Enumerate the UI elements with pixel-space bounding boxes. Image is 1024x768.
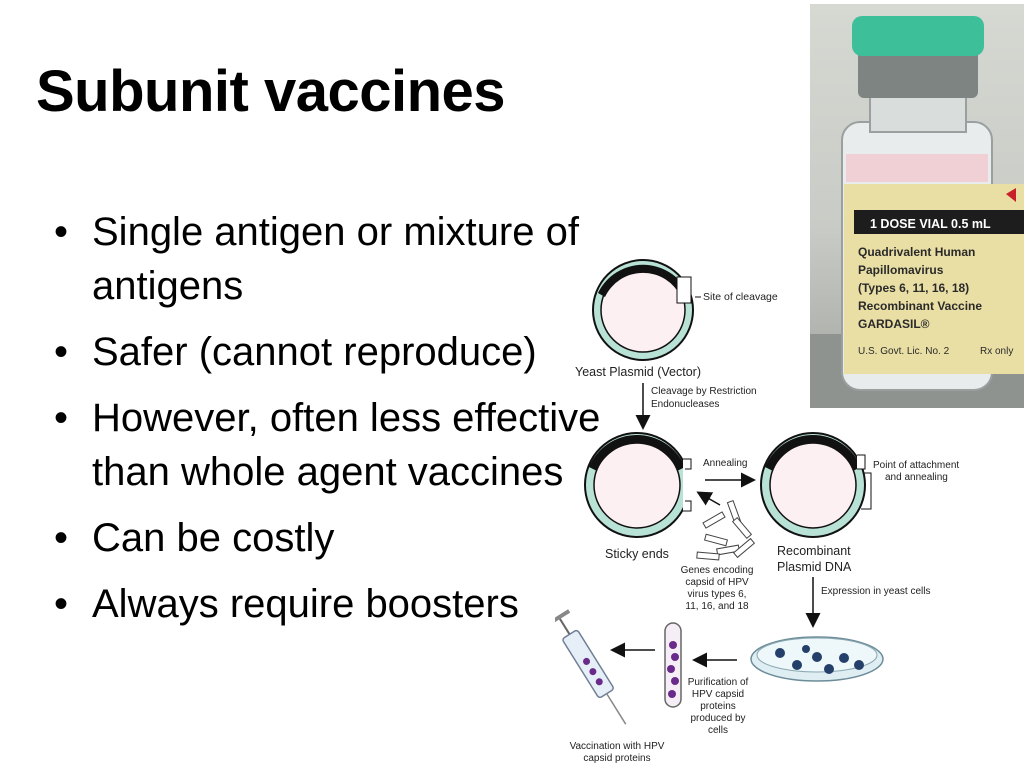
yeast-plasmid	[592, 259, 701, 361]
vaccination-label: Vaccination with HPV	[570, 741, 665, 752]
cleavage-label-1: Cleavage by Restriction	[651, 386, 757, 397]
plasmid-label: Yeast Plasmid (Vector)	[575, 365, 701, 379]
sticky-ends-label: Sticky ends	[605, 547, 669, 561]
label-line: 1 DOSE VIAL 0.5 mL	[870, 217, 991, 231]
bullet-item: Single antigen or mixture of antigens	[50, 205, 610, 313]
genes-label: virus types 6,	[688, 589, 747, 600]
label-line: Papillomavirus	[858, 263, 944, 277]
purification-label: Purification of	[688, 677, 749, 688]
gene-fragments	[696, 499, 756, 561]
purification-label: produced by	[690, 713, 745, 724]
bullet-item: Can be costly	[50, 511, 610, 565]
vaccination-label: capsid proteins	[583, 753, 650, 764]
bullet-item: Always require boosters	[50, 577, 610, 631]
attachment-label-1: Point of attachment	[873, 460, 959, 471]
vial-crimp	[858, 50, 978, 98]
bullet-item: However, often less effective than whole…	[50, 391, 610, 499]
purification-label: proteins	[700, 701, 736, 712]
label-line: GARDASIL®	[858, 317, 930, 331]
syringe	[555, 609, 627, 725]
petri-dish	[750, 636, 884, 682]
label-line: U.S. Govt. Lic. No. 2	[858, 346, 950, 357]
recombinant-label-1: Recombinant	[777, 544, 851, 558]
label-line: Quadrivalent Human	[858, 245, 975, 259]
recombinant-label-2: Plasmid DNA	[777, 560, 852, 574]
expression-label: Expression in yeast cells	[821, 586, 931, 597]
cleaved-plasmid	[584, 432, 697, 538]
genes-label: Genes encoding	[681, 565, 754, 576]
test-tube	[664, 622, 682, 708]
bullet-item: Safer (cannot reproduce)	[50, 325, 610, 379]
genes-label: 11, 16, and 18	[685, 601, 749, 612]
vial-label-band	[854, 210, 1024, 234]
hpv-vaccine-diagram: Site of cleavage Yeast Plasmid (Vector) …	[555, 259, 959, 764]
vial-cap	[852, 16, 984, 56]
vaccine-vial-illustration: 1 DOSE VIAL 0.5 mL Quadrivalent Human Pa…	[810, 16, 1024, 408]
bullet-list: Single antigen or mixture of antigens Sa…	[50, 205, 610, 643]
label-line: Recombinant Vaccine	[858, 299, 982, 313]
annealing-label: Annealing	[703, 458, 747, 469]
recombinant-plasmid	[760, 432, 872, 538]
vaccine-vial-photo: 1 DOSE VIAL 0.5 mL Quadrivalent Human Pa…	[810, 4, 1024, 408]
label-line: Rx only	[980, 346, 1013, 357]
vial-liquid	[846, 154, 988, 182]
arrow-insert	[696, 491, 721, 506]
attachment-label-2: and annealing	[885, 472, 948, 483]
label-line: (Types 6, 11, 16, 18)	[858, 281, 969, 295]
site-of-cleavage-label: Site of cleavage	[703, 291, 778, 303]
slide-title: Subunit vaccines	[36, 59, 506, 124]
genes-label: capsid of HPV	[685, 577, 749, 588]
purification-label: cells	[708, 725, 728, 736]
cleavage-label-2: Endonucleases	[651, 399, 719, 410]
label-red-mark	[1006, 188, 1016, 202]
purification-label: HPV capsid	[692, 689, 744, 700]
